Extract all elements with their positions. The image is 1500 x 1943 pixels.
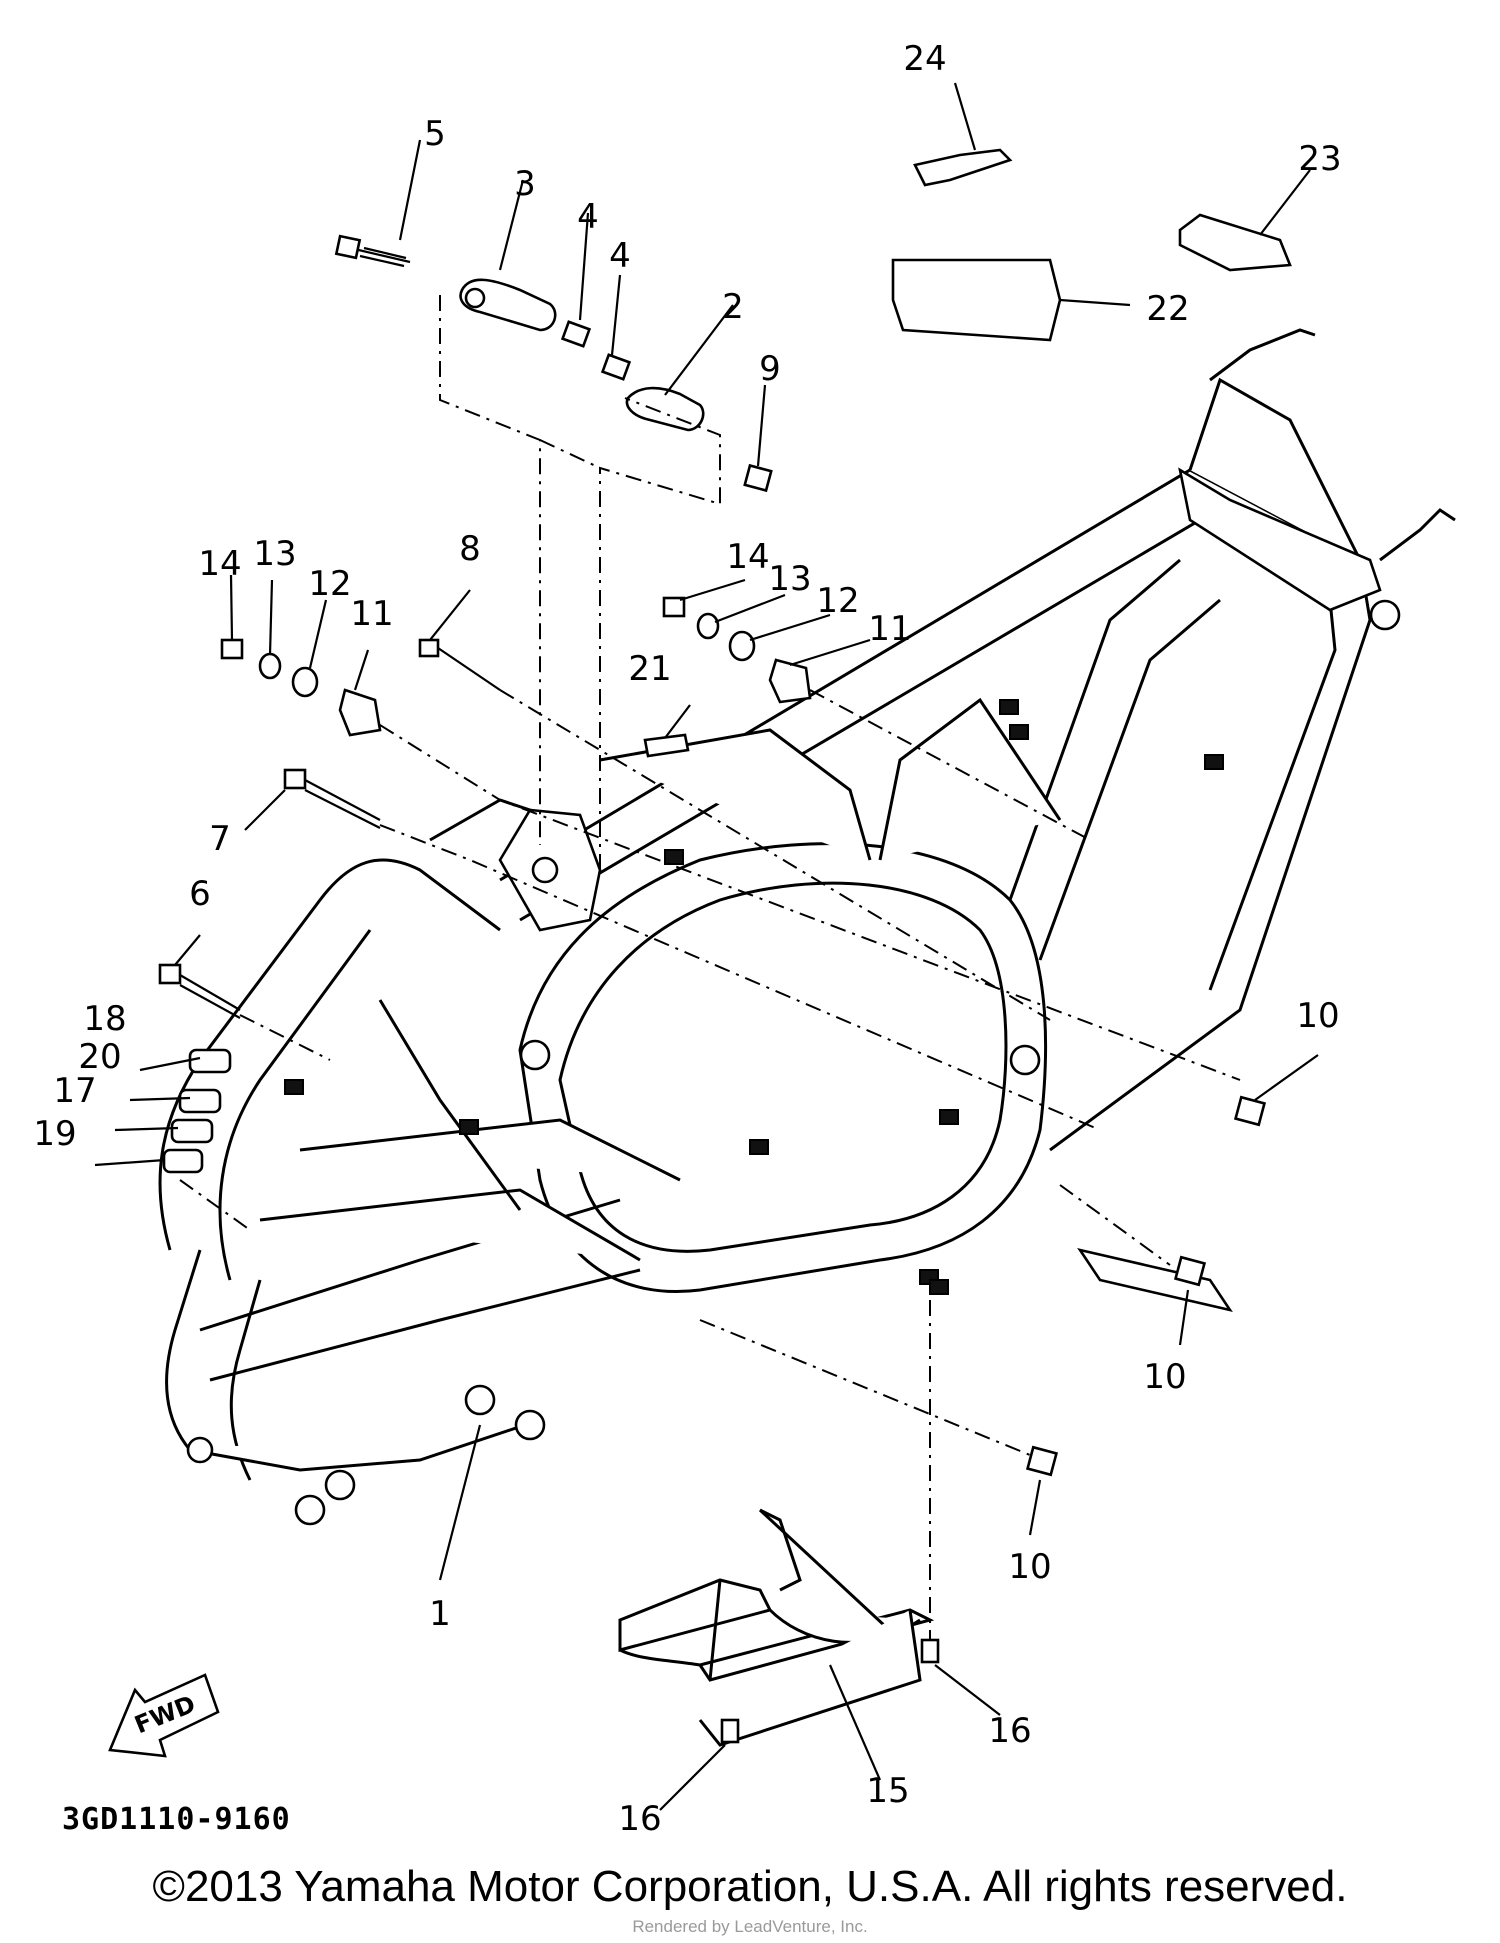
skid-guard <box>618 1300 940 1747</box>
label-11: 11 <box>350 594 393 634</box>
label-16: 16 <box>618 1799 661 1839</box>
label-9: 9 <box>759 349 781 389</box>
label-14: 14 <box>198 544 241 584</box>
label-8: 8 <box>459 529 481 569</box>
label-13: 13 <box>768 559 811 599</box>
label-7: 7 <box>209 819 231 859</box>
label-6: 6 <box>189 874 211 914</box>
label-20: 20 <box>78 1037 121 1077</box>
label-4: 4 <box>577 197 599 237</box>
label-12: 12 <box>816 581 859 621</box>
label-15: 15 <box>866 1771 909 1811</box>
left-mount-hardware <box>220 638 1241 1081</box>
label-17: 17 <box>53 1071 96 1111</box>
label-11: 11 <box>868 609 911 649</box>
small-parts <box>643 148 1292 758</box>
part-labels: 24 23 5 3 4 4 22 2 9 14 13 12 11 8 14 13… <box>33 39 1341 1839</box>
label-24: 24 <box>903 39 946 79</box>
nuts-10 <box>699 1095 1267 1477</box>
right-mount-hardware <box>662 596 1091 841</box>
watermark-text: Rendered by LeadVenture, Inc. <box>632 1917 868 1936</box>
label-10: 10 <box>1296 996 1339 1036</box>
label-4: 4 <box>609 236 631 276</box>
fwd-arrow: FWD <box>108 1673 220 1758</box>
label-22: 22 <box>1146 289 1189 329</box>
label-18: 18 <box>83 999 126 1039</box>
label-13: 13 <box>253 534 296 574</box>
label-2: 2 <box>722 287 744 327</box>
label-10: 10 <box>1008 1547 1051 1587</box>
label-3: 3 <box>514 164 536 204</box>
drawing-code: 3GD1110-9160 <box>62 1802 291 1837</box>
label-10: 10 <box>1143 1357 1186 1397</box>
label-21: 21 <box>628 649 671 689</box>
label-12: 12 <box>308 564 351 604</box>
label-1: 1 <box>429 1594 451 1634</box>
label-5: 5 <box>424 114 446 154</box>
label-14: 14 <box>726 537 769 577</box>
bolts-and-washers <box>158 768 1101 1231</box>
leader-lines <box>94 82 1319 1811</box>
label-19: 19 <box>33 1114 76 1154</box>
main-frame <box>158 328 1456 1526</box>
label-23: 23 <box>1298 139 1341 179</box>
copyright-notice: ©2013 Yamaha Motor Corporation, U.S.A. A… <box>152 1862 1348 1911</box>
engine-bracket-group <box>334 234 773 870</box>
label-16: 16 <box>988 1711 1031 1751</box>
